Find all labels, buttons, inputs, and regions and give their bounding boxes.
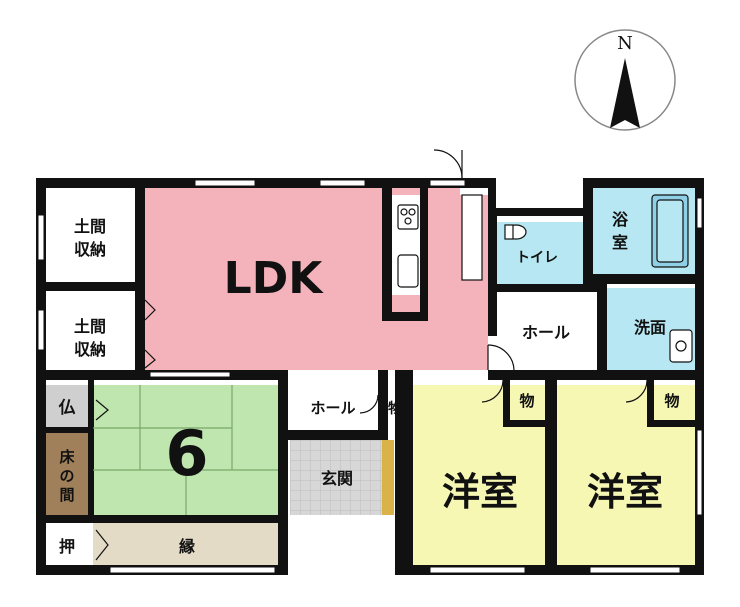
storage-2-label-line2: 収納 bbox=[74, 340, 106, 359]
western-room-2-label: 洋室 bbox=[587, 470, 663, 514]
doors bbox=[95, 149, 648, 561]
compass-arrow-icon bbox=[610, 58, 640, 128]
japanese-room-label: 6 bbox=[165, 417, 208, 490]
butsu-floor bbox=[46, 385, 90, 427]
windows bbox=[37, 179, 703, 574]
fixtures bbox=[397, 194, 693, 363]
hall-entry-label: ホール bbox=[310, 399, 355, 417]
tokonoma-label-line1: 床 bbox=[59, 448, 75, 466]
tokonoma-label-line2: の bbox=[59, 467, 74, 485]
western-room-1-floor bbox=[413, 385, 550, 565]
engawa-label: 縁 bbox=[179, 537, 195, 556]
closet-east-label: 物 bbox=[664, 392, 679, 410]
closet-hall-label: 物 bbox=[388, 400, 402, 417]
oshiire-label: 押 bbox=[59, 537, 75, 556]
butsu-label: 仏 bbox=[59, 398, 76, 418]
tatami-lines bbox=[93, 385, 278, 515]
entrance-floor bbox=[290, 440, 382, 515]
compass: N bbox=[574, 29, 676, 131]
room-labels: 土間 収納 土間 収納 LDK トイレ 浴 室 洗面 ホール ホール 物 物 物… bbox=[59, 210, 680, 556]
western-room-2-floor bbox=[557, 385, 695, 565]
bath-label-line1: 浴 bbox=[612, 210, 629, 229]
compass-north-label: N bbox=[617, 33, 633, 54]
storage-1-label-line1: 土間 bbox=[74, 217, 106, 236]
entrance-label: 玄関 bbox=[321, 469, 353, 488]
entrance-step bbox=[382, 440, 394, 515]
toilet-label: トイレ bbox=[516, 250, 558, 266]
hall-east-label: ホール bbox=[522, 323, 570, 342]
storage-1-label-line2: 収納 bbox=[74, 240, 106, 259]
western-room-1-label: 洋室 bbox=[442, 470, 518, 514]
tokonoma-label-line3: 間 bbox=[59, 486, 74, 504]
ldk-label: LDK bbox=[224, 253, 325, 304]
storage-2-label-line1: 土間 bbox=[74, 317, 106, 336]
bath-label-line2: 室 bbox=[612, 233, 628, 252]
closet-west-label: 物 bbox=[519, 392, 534, 410]
tokonoma-floor bbox=[46, 430, 90, 515]
washroom-label: 洗面 bbox=[634, 318, 666, 337]
engawa-floor bbox=[93, 523, 278, 565]
